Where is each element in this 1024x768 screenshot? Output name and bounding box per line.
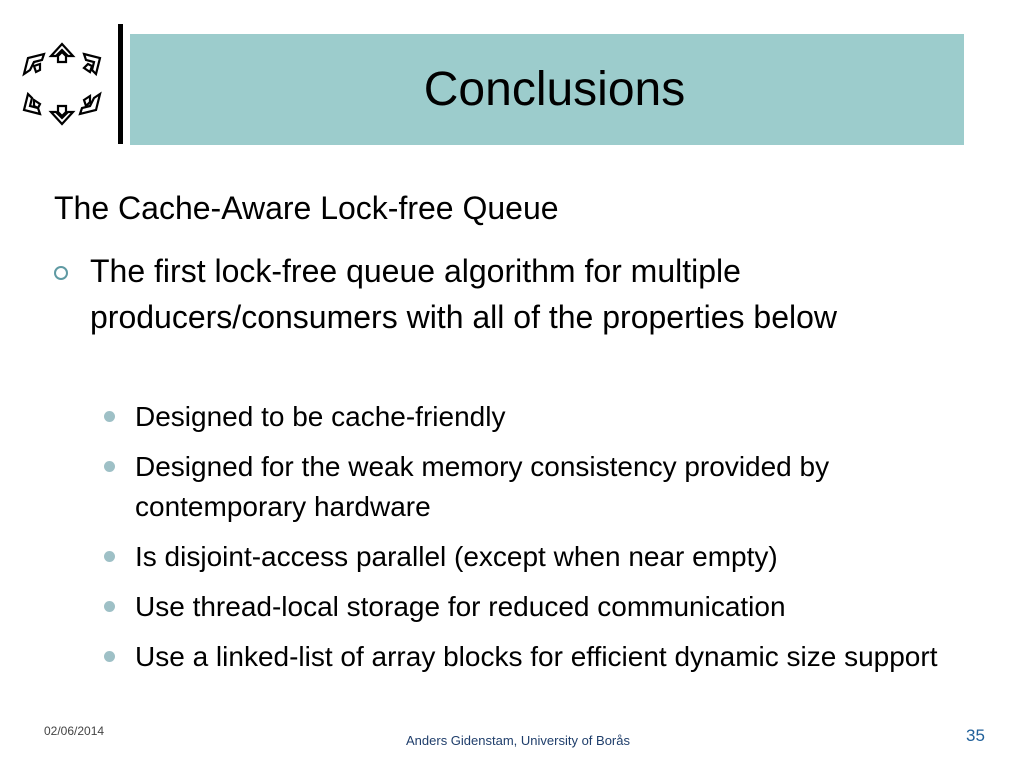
footer-date: 02/06/2014 [44,724,105,738]
ring-bullet-icon [54,266,68,280]
list-item: Use a linked-list of array blocks for ef… [104,637,1004,677]
main-bullet-text: The first lock-free queue algorithm for … [90,253,838,335]
dot-bullet-icon [104,651,115,662]
list-item: Designed to be cache-friendly [104,397,1004,437]
sub-bullet-text: Designed for the weak memory consistency… [135,451,830,522]
dot-bullet-icon [104,601,115,612]
dot-bullet-icon [104,551,115,562]
footer-author: Anders Gidenstam, University of Borås [406,733,630,748]
main-bullet: The first lock-free queue algorithm for … [54,248,934,340]
list-item: Designed for the weak memory consistency… [104,447,1004,527]
title-banner: Conclusions [130,34,964,145]
dot-bullet-icon [104,411,115,422]
list-item: Use thread-local storage for reduced com… [104,587,1004,627]
slide-number: 35 [966,726,985,745]
sub-bullet-text: Is disjoint-access parallel (except when… [135,541,778,572]
slide-title: Conclusions [423,63,686,116]
dot-bullet-icon [104,461,115,472]
list-item: Is disjoint-access parallel (except when… [104,537,1004,577]
sub-bullet-text: Use a linked-list of array blocks for ef… [135,641,938,672]
sub-bullet-text: Use thread-local storage for reduced com… [135,591,786,622]
slide-subtitle: The Cache-Aware Lock-free Queue [54,190,559,226]
sub-bullet-list: Designed to be cache-friendly Designed f… [104,397,1004,687]
sub-bullet-text: Designed to be cache-friendly [135,401,506,432]
impossible-triangles-logo-icon [22,42,102,126]
title-divider-rule [118,24,123,144]
